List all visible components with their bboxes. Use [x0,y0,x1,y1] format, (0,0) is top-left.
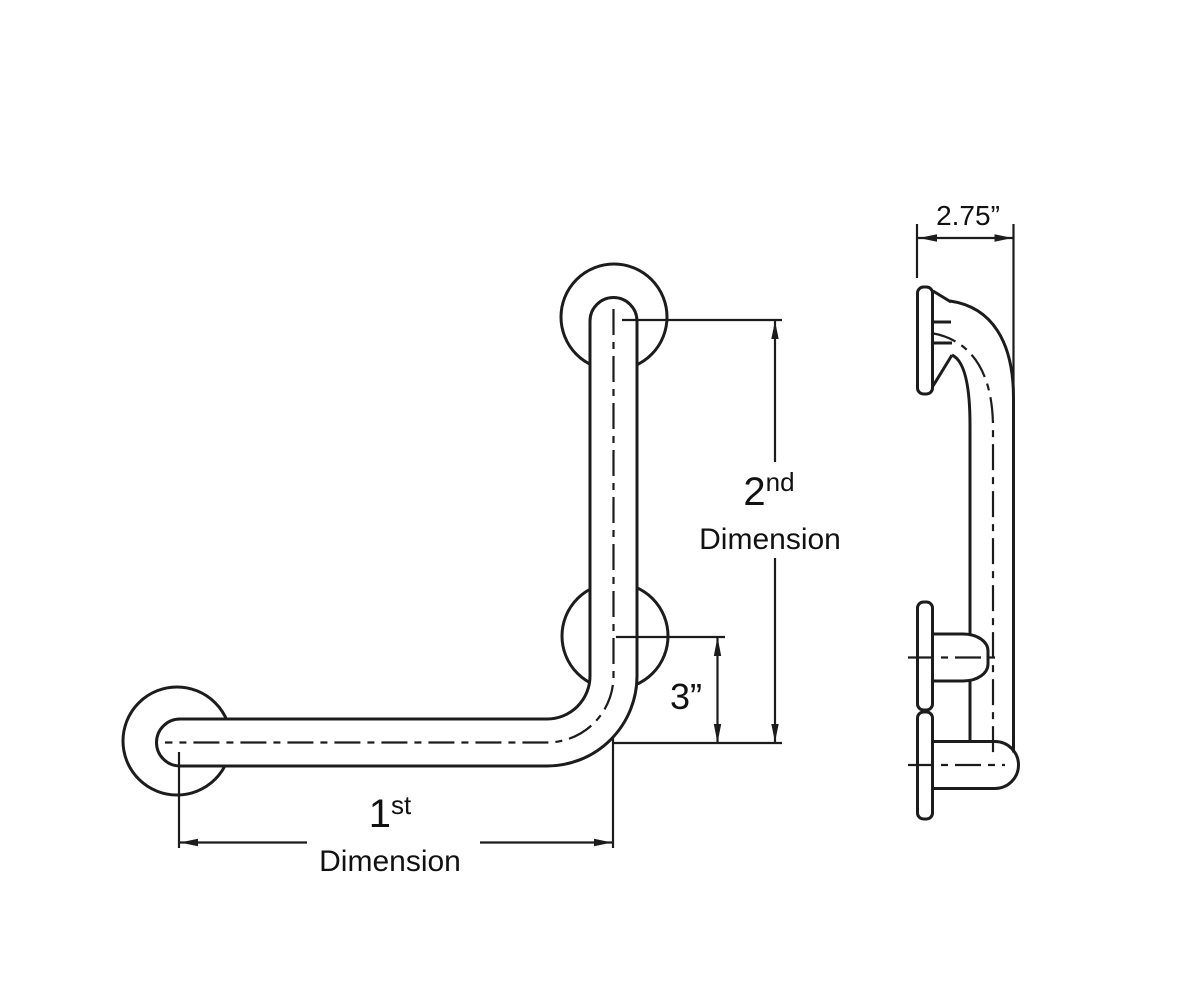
front-view: 2nd Dimension 3” 1st Dimension [121,262,841,878]
middle-wall-plate [916,600,934,712]
arrow-left-icon [919,234,937,242]
second-dimension-number: 2 [743,470,765,514]
second-dimension-value: 2nd [743,467,794,514]
front-centerline [165,309,615,744]
second-dimension-ordinal: nd [766,467,795,497]
side-view: 2.75” [908,200,1020,821]
center-offset-value: 3” [670,676,702,717]
bar-outer-bend [949,299,1015,399]
top-wall-plate [916,285,934,396]
first-dimension-value: 1st [369,790,412,836]
top-cone-upper-edge [932,289,952,304]
arrow-right-icon [994,234,1013,242]
bar-inner-bend [951,353,972,426]
arrow-left-icon [180,838,198,847]
depth-dimension-value: 2.75” [936,200,1000,231]
second-dimension-label: Dimension [699,523,841,556]
side-vertical-centerline [930,331,995,757]
arrow-up-icon [771,321,779,339]
top-cone-lower-edge [931,354,954,387]
arrow-right-icon [594,838,612,847]
grab-bar-tube-front [155,296,639,768]
first-dimension-ordinal: st [391,790,412,820]
arrow-up-icon [713,637,722,656]
arrow-down-icon [713,724,722,743]
first-dimension-label: Dimension [319,845,461,878]
arrow-down-icon [771,724,779,742]
first-dimension-number: 1 [369,792,391,836]
